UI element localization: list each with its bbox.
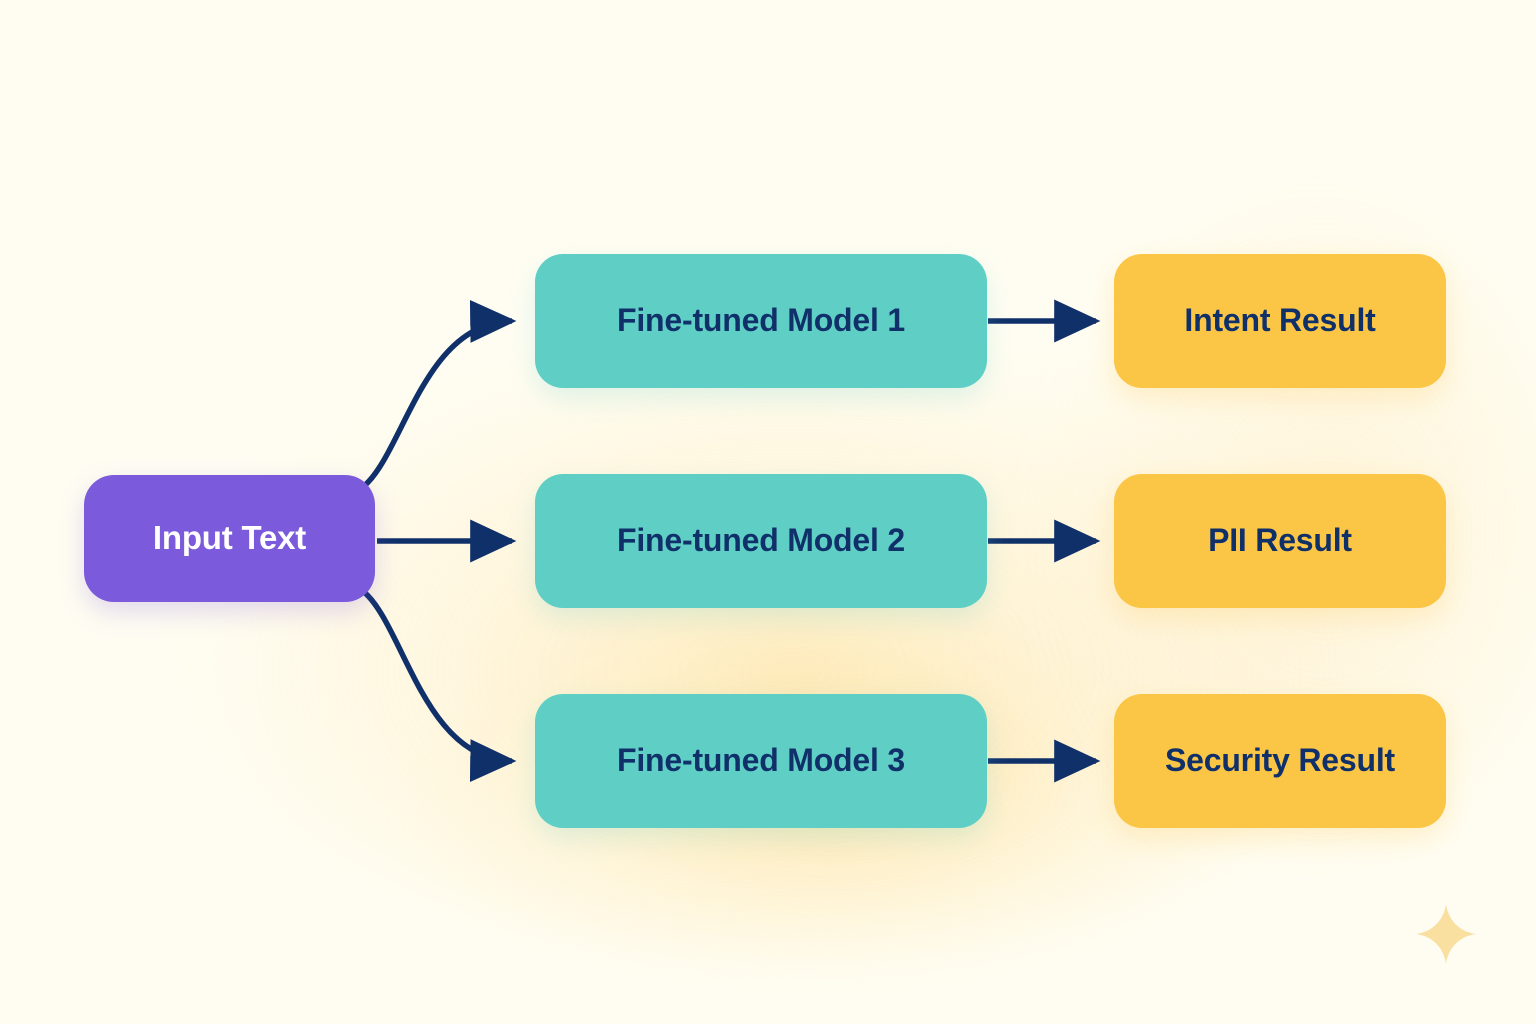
edge-input-to-model-3 [362,589,517,782]
node-input-text[interactable]: Input Text [84,475,375,602]
background-glow-center [180,330,1400,950]
sparkle-icon [1416,904,1476,964]
node-fine-tuned-model-2[interactable]: Fine-tuned Model 2 [535,474,987,608]
node-pii-result[interactable]: PII Result [1114,474,1446,608]
node-security-result[interactable]: Security Result [1114,694,1446,828]
node-fine-tuned-model-1[interactable]: Fine-tuned Model 1 [535,254,987,388]
node-intent-result[interactable]: Intent Result [1114,254,1446,388]
edge-input-to-model-1 [362,300,517,489]
node-fine-tuned-model-3[interactable]: Fine-tuned Model 3 [535,694,987,828]
